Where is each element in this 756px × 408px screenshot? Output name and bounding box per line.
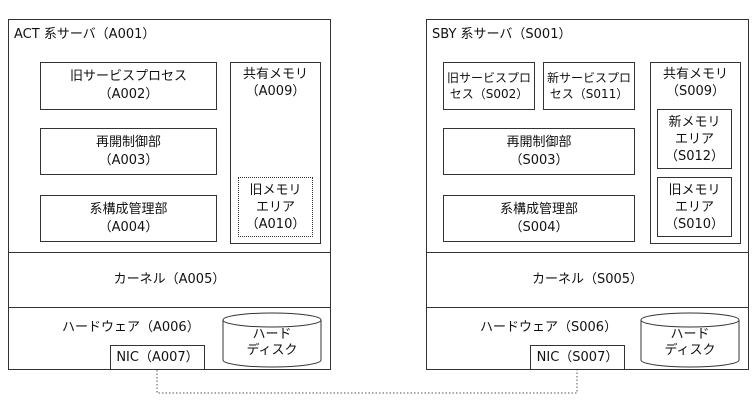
act-system-config: 系構成管理部 （A004）	[40, 195, 217, 242]
sby-shared-memory-label: 共有メモリ （S009）	[662, 67, 728, 99]
sby-new-service-process-label: 新サービスプロ セス（S011）	[546, 71, 631, 101]
act-system-config-label: 系構成管理部 （A004）	[89, 201, 168, 235]
act-hardware-label: ハードウェア（A006）	[62, 320, 200, 335]
sby-system-config-label: 系構成管理部 （S004）	[499, 201, 578, 235]
sby-new-memory-area: 新メモリ エリア （S012）	[657, 109, 732, 169]
sby-system-config: 系構成管理部 （S004）	[443, 195, 635, 242]
sby-hard-disk-icon	[640, 312, 740, 368]
sby-new-memory-area-label: 新メモリ エリア （S012）	[664, 114, 725, 164]
sby-restart-control-label: 再開制御部 （S003）	[506, 134, 572, 168]
act-old-service-process-label: 旧サービスプロセス （A002）	[69, 69, 187, 102]
sby-old-memory-area-label: 旧メモリ エリア （S010）	[664, 182, 725, 232]
act-old-memory-area: 旧メモリ エリア （A010）	[238, 177, 313, 237]
sby-server-title: SBY 系サーバ（S001）	[432, 27, 572, 42]
act-nic-label: NIC（A007）	[116, 349, 199, 365]
sby-hard-disk-label: ハード ディスク	[664, 327, 716, 358]
act-hard-disk-icon	[222, 312, 322, 368]
sby-nic-label: NIC（S007）	[536, 349, 619, 365]
sby-nic: NIC（S007）	[530, 345, 625, 370]
sby-kernel: カーネル（S005）	[426, 252, 749, 308]
sby-restart-control: 再開制御部 （S003）	[443, 128, 635, 175]
sby-old-service-process: 旧サービスプロ セス（S002）	[443, 62, 535, 110]
act-restart-control: 再開制御部 （A003）	[40, 128, 217, 175]
sby-new-service-process: 新サービスプロ セス（S011）	[543, 62, 635, 110]
sby-old-service-process-label: 旧サービスプロ セス（S002）	[446, 71, 531, 101]
act-old-service-process: 旧サービスプロセス （A002）	[40, 62, 217, 110]
sby-old-memory-area: 旧メモリ エリア （S010）	[657, 177, 732, 237]
act-hard-disk-label: ハード ディスク	[246, 327, 298, 358]
act-kernel: カーネル（A005）	[8, 252, 331, 308]
act-kernel-label: カーネル（A005）	[113, 272, 226, 287]
sby-kernel-label: カーネル（S005）	[531, 272, 644, 287]
act-old-memory-area-label: 旧メモリ エリア （A010）	[245, 182, 306, 232]
act-server-title: ACT 系サーバ（A001）	[14, 27, 156, 42]
sby-hardware-label: ハードウェア（S006）	[480, 320, 618, 335]
act-nic: NIC（A007）	[110, 345, 205, 370]
act-restart-control-label: 再開制御部 （A003）	[95, 134, 161, 168]
act-shared-memory-label: 共有メモリ （A009）	[242, 67, 308, 99]
